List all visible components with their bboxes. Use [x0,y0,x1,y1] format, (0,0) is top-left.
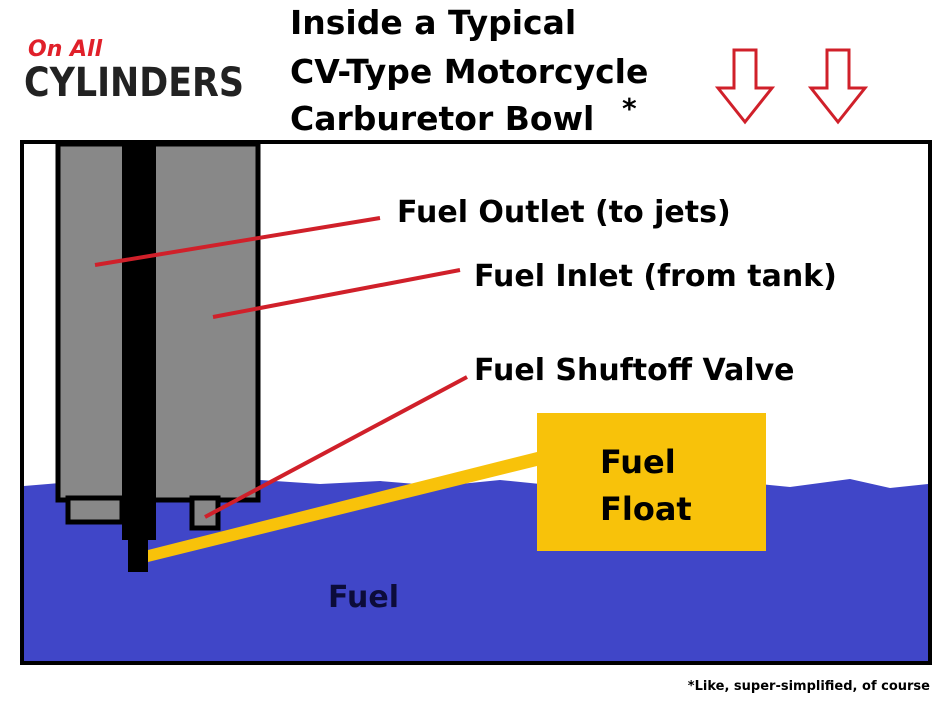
down-arrow-icon [807,48,869,125]
valve-leader-line [204,375,468,519]
outlet-leader-line [94,216,381,267]
title-line1: Inside a Typical [290,3,576,42]
footnote: *Like, super-simplified, of course [688,679,930,694]
float-label-line2: Float [600,490,692,528]
fuel-inlet-label: Fuel Inlet (from tank) [474,259,837,294]
valve-body [55,141,261,572]
on-all-cylinders-logo: On All CYLINDERS [24,37,244,106]
title-line3: Carburetor Bowl [290,99,594,138]
fuel-outlet-label: Fuel Outlet (to jets) [397,195,731,230]
title-line2: CV-Type Motorcycle [290,52,648,91]
fuel-float [537,413,766,551]
title-asterisk: * [622,92,637,125]
logo-line2: CYLINDERS [24,60,244,106]
float-label-line1: Fuel [600,443,676,481]
fuel-label: Fuel [328,580,399,615]
down-arrow-icon [714,48,776,125]
logo-line1: On All [28,37,103,62]
shutoff-valve-label: Fuel Shuftoff Valve [474,353,795,388]
inlet-leader-line [212,268,461,319]
fuel-pool [24,479,928,661]
float-arm [148,452,537,562]
